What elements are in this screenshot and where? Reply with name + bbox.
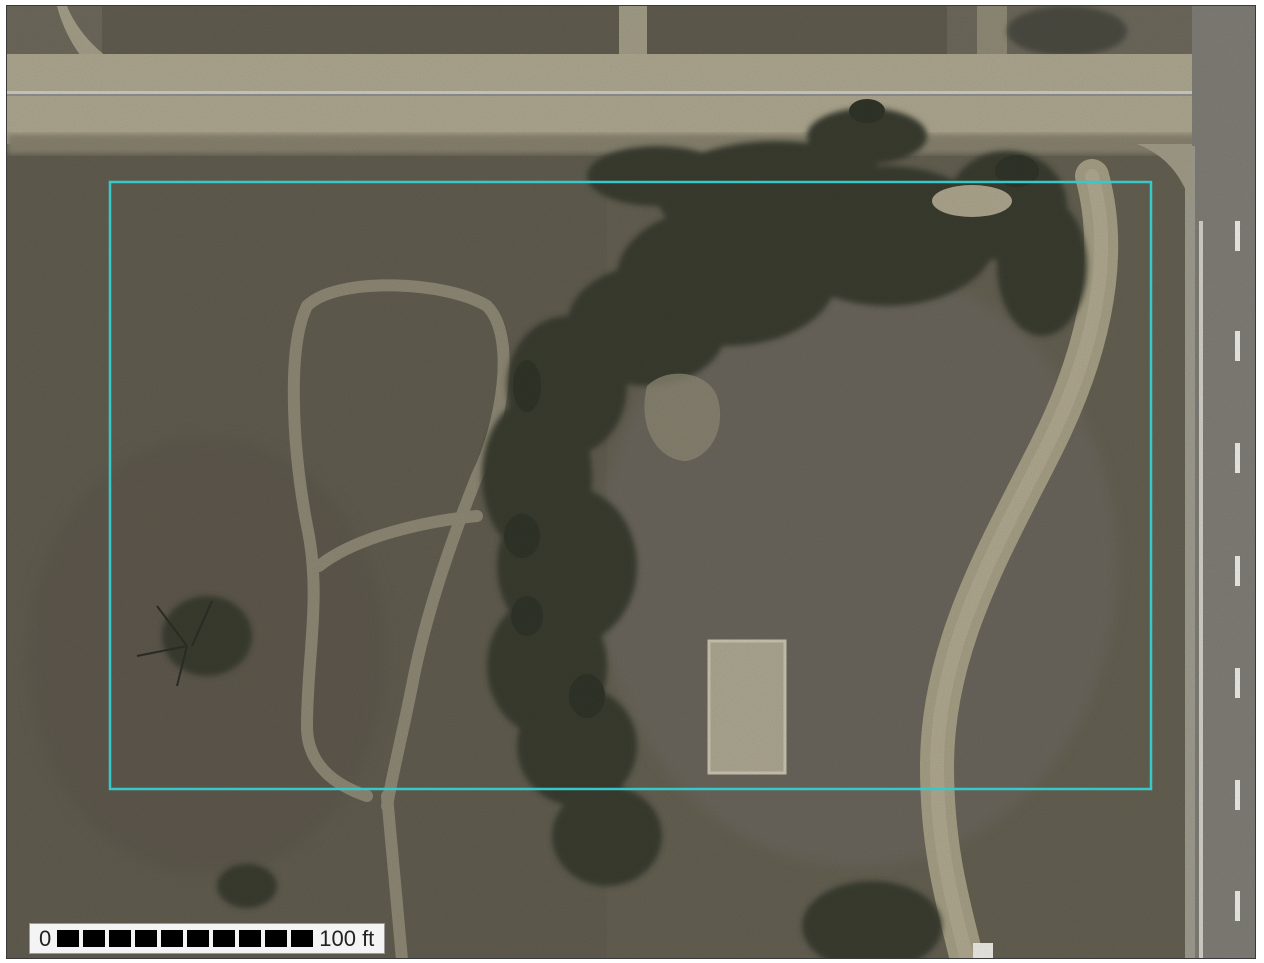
scale-bar: 0 100 ft xyxy=(29,923,386,954)
scale-bar-end-label: 100 ft xyxy=(319,925,375,951)
scale-bar-segment xyxy=(83,930,106,947)
aerial-imagery xyxy=(7,6,1255,958)
scale-bar-segment xyxy=(265,930,288,947)
scale-bar-start-label: 0 xyxy=(39,925,52,951)
scale-bar-segment xyxy=(135,930,158,947)
map-viewport[interactable]: 0 100 ft xyxy=(6,5,1256,959)
scale-bar-segment xyxy=(239,930,262,947)
scale-bar-segment xyxy=(187,930,210,947)
parcel-outline xyxy=(108,180,1153,791)
scale-bar-segment xyxy=(57,930,80,947)
scale-bar-segment xyxy=(291,930,314,947)
scale-bar-segment xyxy=(213,930,236,947)
scale-bar-segment xyxy=(109,930,132,947)
scale-bar-segment xyxy=(161,930,184,947)
scale-bar-ruler xyxy=(57,930,314,947)
